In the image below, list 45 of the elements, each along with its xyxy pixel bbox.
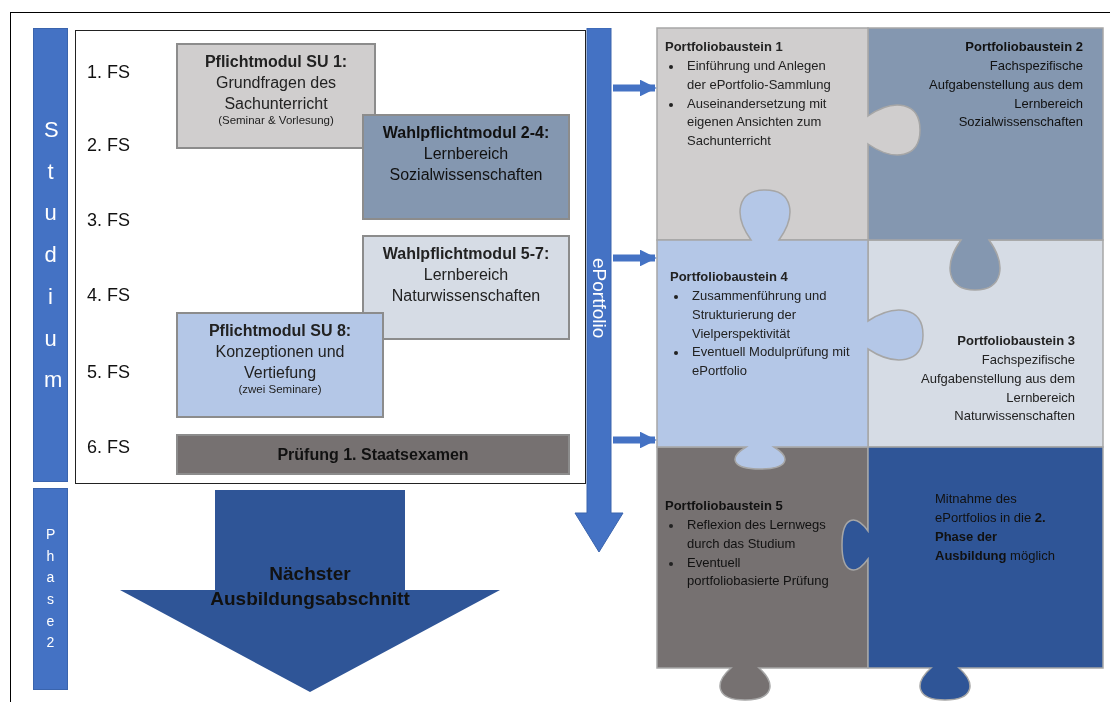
piece-heading: Portfoliobaustein 4 [670,268,789,286]
module-box [176,434,570,475]
module-name: Grundfragen des Sachunterricht [214,72,338,114]
arrow-label: ePortfolio [588,258,610,339]
module-title: Wahlpflichtmodul 2-4: [381,123,551,143]
piece-heading: Portfoliobaustein 2 [964,38,1083,56]
module-name: Lernbereich Naturwissenschaften [390,264,542,306]
bullet-text: Reflexion des Lernwegs durch das Studium [687,516,826,551]
piece-heading: Portfoliobaustein 1 [665,38,784,56]
bullet-text: Einführung und Anlegen der ePortfolio-Sammlung [687,57,831,92]
arrow [613,249,657,267]
arrow [613,431,657,449]
module-title: Pflichtmodul SU 8: [207,321,353,341]
piece-text: Fachspezifische Aufgabenstellung aus dem Lernbereich Naturwissenschaften [920,350,1075,426]
arrow-label: Nächster Ausbildungsabschnitt [209,562,411,611]
semester-label: 2. FS [87,134,130,156]
piece-text: Fachspezifische Aufgabenstellung aus dem Lernbereich Sozialwissenschaften [928,56,1083,132]
piece-text: Mitnahme des ePortfolios in die 2. Phase der Ausbildung möglich [935,490,1056,565]
module-title: Prüfung 1. Staatsexamen [276,445,470,465]
bullet-text: Zusammenführung und Strukturierung der Vielperspektivität [692,287,827,341]
module-box [362,235,570,340]
bullet-text: Eventuell portfoliobasierte Prüfung [687,554,829,589]
module-box [176,43,376,149]
semester-label: 4. FS [87,284,130,306]
bullet-text: Eventuell Modulprüfung mit ePortfolio [692,344,850,379]
module-title: Wahlpflichtmodul 5-7: [381,244,551,264]
module-name: Lernbereich Sozialwissenschaften [388,143,544,185]
vertical-label: Phase 2 [46,524,55,653]
vertical-bar [33,28,68,482]
semester-frame [75,30,586,484]
bullet-text: Auseinandersetzung mit eigenen Ansichten zum Sachunterricht [687,95,827,149]
semester-label: 6. FS [87,436,130,458]
semester-label: 3. FS [87,209,130,231]
module-name: Konzeptionen und Vertiefung [214,341,346,383]
piece-heading: Portfoliobaustein 5 [665,497,784,515]
arrow [613,79,657,97]
module-box [176,312,384,418]
vertical-phase-bar [33,488,68,690]
semester-label: 5. FS [87,361,130,383]
module-note: (Seminar & Vorlesung) [217,114,335,129]
semester-label: 1. FS [87,61,130,83]
piece-heading: Portfoliobaustein 3 [956,332,1075,350]
module-note: (zwei Seminare) [237,383,323,398]
module-box [362,114,570,220]
module-title: Pflichtmodul SU 1: [203,52,349,72]
